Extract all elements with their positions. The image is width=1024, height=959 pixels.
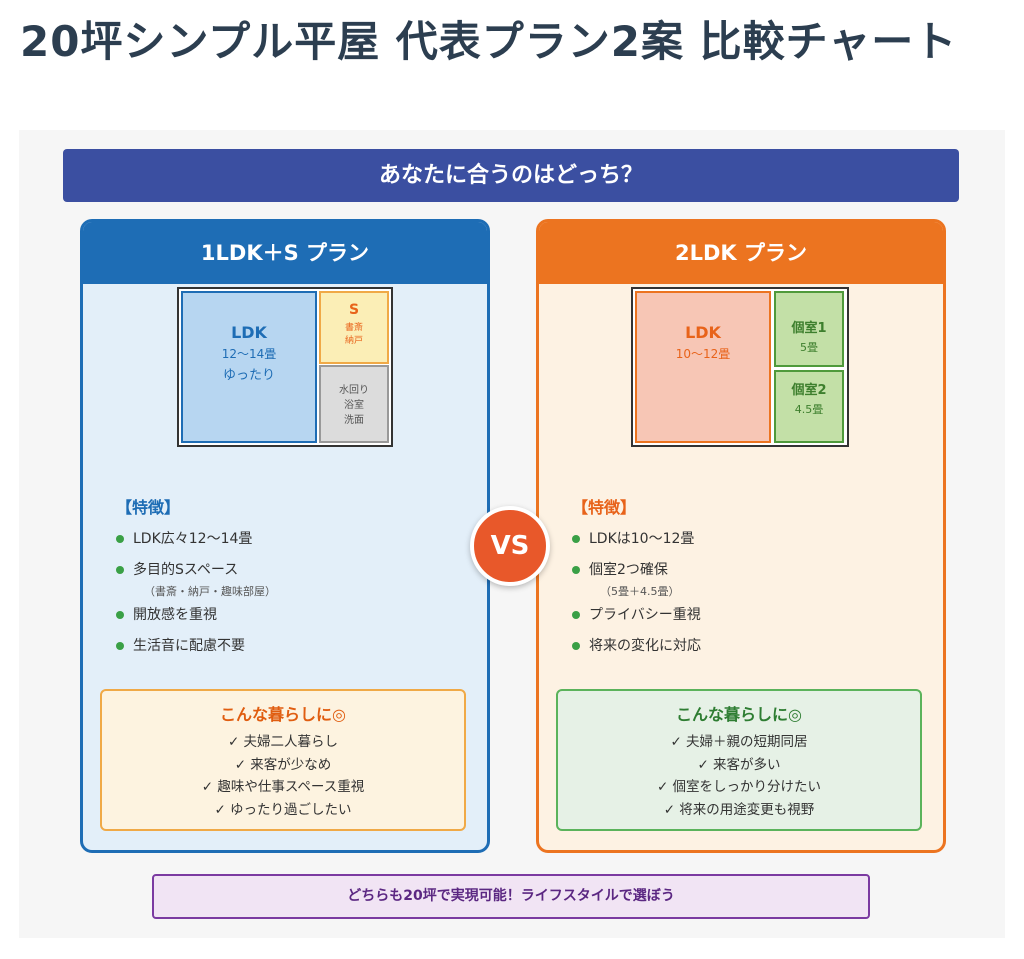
lifestyle-item: ✓ 夫婦二人暮らし [227,734,339,750]
room-water: 水回り 浴室 洗面 [319,365,389,443]
bullet-icon [572,642,580,650]
bullet-icon [116,566,124,574]
chart-canvas: あなたに合うのはどっち？ 1LDK＋S プラン LDK 12〜14畳 ゆったり … [19,130,1005,938]
room-ldk: LDK 12〜14畳 ゆったり [181,291,317,443]
room-private-2-size: 4.5畳 [794,403,824,416]
feature-item: プライバシー重視 [572,604,701,624]
floor-plan-2ldk: LDK 10〜12畳 個室1 5畳 個室2 4.5畳 [631,287,849,447]
feature-item: 個室2つ確保（5畳＋4.5畳） [572,559,680,599]
panel-title: 2LDK プラン [539,222,943,284]
room-private-1-name: 個室1 [791,321,827,336]
lifestyle-item: ✓ 来客が多い [697,756,781,773]
room-ldk: LDK 10〜12畳 [635,291,771,443]
room-private-2-name: 個室2 [791,383,827,398]
room-s-name: S [348,302,360,318]
features-title: 【特徴】 [572,498,637,517]
bullet-icon [116,535,124,543]
room-ldk-size: 10〜12畳 [675,347,731,361]
lifestyle-item: ✓ 趣味や仕事スペース重視 [201,779,365,795]
room-ldk-name: LDK [685,323,721,342]
bullet-icon [116,611,124,619]
lifestyle-title: こんな暮らしに◎ [676,705,802,724]
lifestyle-item: ✓ ゆったり過ごしたい [214,801,352,818]
lifestyle-title: こんな暮らしに◎ [220,705,346,724]
bullet-icon [116,642,124,650]
room-s: S 書斎 納戸 [319,291,389,364]
feature-sub: （5畳＋4.5畳） [600,585,680,598]
bullet-icon [572,535,580,543]
room-ldk-size: 12〜14畳 [221,347,277,361]
bullet-icon [572,611,580,619]
room-s-l1: 書斎 [344,323,363,333]
room-water-l3: 洗面 [344,415,364,426]
vs-badge: VS [470,506,550,586]
feature-item: LDKは10〜12畳 [572,528,694,548]
features-title: 【特徴】 [116,498,181,517]
feature-item: 開放感を重視 [116,604,217,624]
room-private-1: 個室1 5畳 [774,291,844,367]
lifestyle-item: ✓ 将来の用途変更も視野 [663,801,815,818]
room-ldk-note: ゆったり [222,368,275,383]
room-water-l1: 水回り [339,385,369,396]
room-private-1-size: 5畳 [800,341,818,354]
lifestyle-box: こんな暮らしに◎ ✓ 夫婦＋親の短期同居 ✓ 来客が多い ✓ 個室をしっかり分け… [556,689,922,831]
feature-sub: （書斎・納戸・趣味部屋） [144,585,276,598]
feature-item: 多目的Sスペース（書斎・納戸・趣味部屋） [116,559,276,599]
room-s-l2: 納戸 [344,336,363,346]
feature-item: 将来の変化に対応 [572,635,701,655]
lifestyle-item: ✓ 個室をしっかり分けたい [656,779,822,795]
lifestyle-box: こんな暮らしに◎ ✓ 夫婦二人暮らし ✓ 来客が少なめ ✓ 趣味や仕事スペース重… [100,689,466,831]
lifestyle-item: ✓ 来客が少なめ [234,756,332,773]
room-water-l2: 浴室 [344,400,364,411]
floor-plan-1ldk-s: LDK 12〜14畳 ゆったり S 書斎 納戸 水回り 浴室 洗面 [177,287,393,447]
feature-item: LDK広々12〜14畳 [116,528,252,548]
room-ldk-name: LDK [231,323,267,342]
question-banner: あなたに合うのはどっち？ [63,149,959,202]
lifestyle-item: ✓ 夫婦＋親の短期同居 [670,734,808,750]
panel-title: 1LDK＋S プラン [83,222,487,284]
bullet-icon [572,566,580,574]
room-private-2: 個室2 4.5畳 [774,370,844,443]
plan-1ldk-s-panel: 1LDK＋S プラン LDK 12〜14畳 ゆったり S 書斎 納戸 水回り 浴… [80,219,490,853]
footer-note: どちらも20坪で実現可能！ライフスタイルで選ぼう [152,874,870,919]
plan-2ldk-panel: 2LDK プラン LDK 10〜12畳 個室1 5畳 個室2 4.5畳 【特徴】… [536,219,946,853]
feature-item: 生活音に配慮不要 [116,635,245,655]
page-title: 20坪シンプル平屋 代表プラン2案 比較チャート [20,17,958,66]
